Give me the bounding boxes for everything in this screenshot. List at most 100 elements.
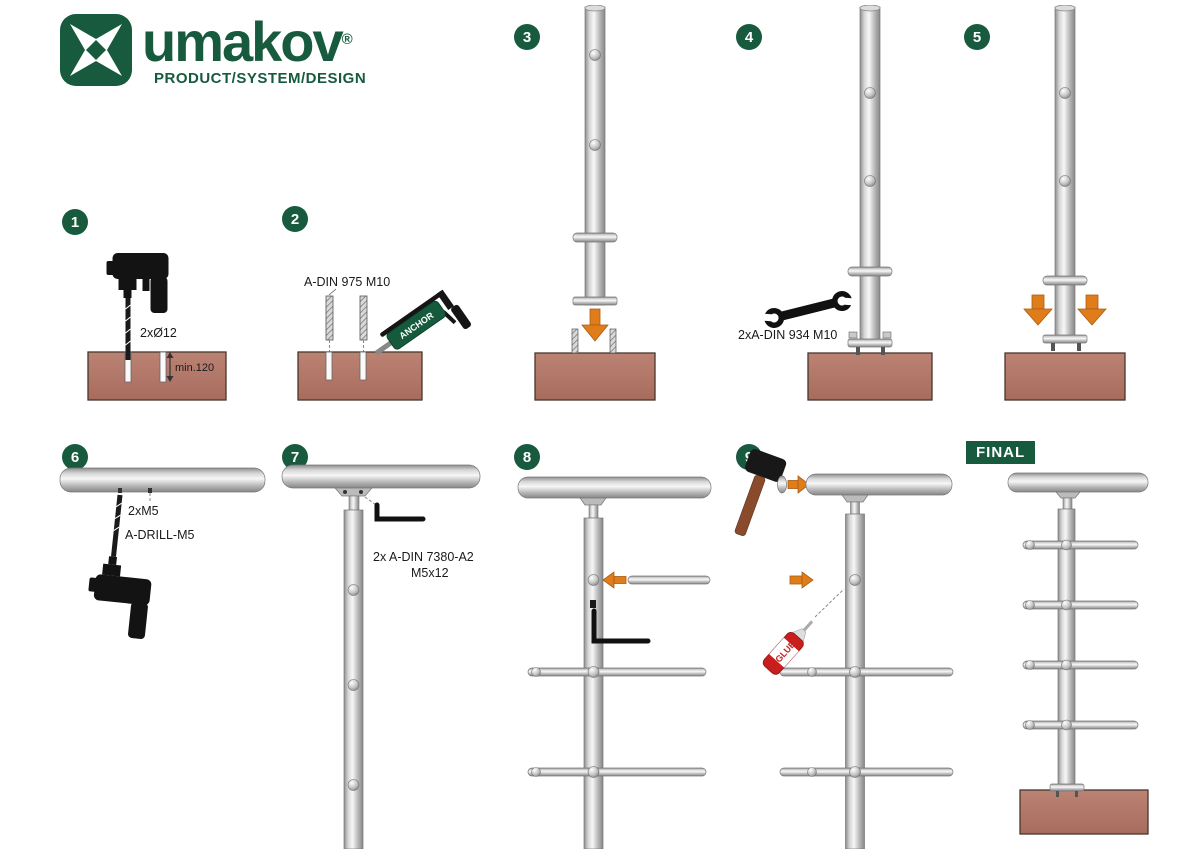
holder-ball bbox=[347, 679, 360, 691]
holder-ball bbox=[1061, 659, 1072, 671]
step-5-illustration bbox=[958, 4, 1160, 410]
step-8-illustration bbox=[510, 445, 725, 850]
holder-ball bbox=[531, 667, 541, 677]
end-cap bbox=[777, 475, 787, 494]
holder-ball bbox=[864, 175, 876, 187]
saddle-bracket bbox=[841, 494, 869, 503]
crossbar-graphic bbox=[527, 767, 707, 777]
guide-line bbox=[814, 588, 845, 618]
step-5-badge: 5 bbox=[964, 24, 990, 50]
crossbar-graphic bbox=[1022, 600, 1139, 610]
step-4-illustration: 2xA-DIN 934 M10 bbox=[730, 4, 940, 410]
saddle-bracket bbox=[1055, 491, 1081, 499]
base-graphic bbox=[87, 351, 227, 401]
handrail-graphic bbox=[517, 476, 712, 499]
arrow-right-icon bbox=[789, 571, 814, 589]
step-2-badge: 2 bbox=[282, 206, 308, 232]
screw-spec-label: 2xM5 bbox=[128, 504, 159, 518]
saddle-stem bbox=[1062, 497, 1073, 510]
post-graphic bbox=[1054, 6, 1076, 344]
anchor-rod bbox=[609, 328, 617, 354]
post-graphic bbox=[583, 517, 604, 850]
saddle-screw bbox=[359, 490, 363, 494]
depth-label: min.120 bbox=[175, 362, 214, 374]
drilled-hole bbox=[359, 351, 367, 381]
step-2-illustration: A-DIN 975 M10 ANCHOR bbox=[280, 268, 490, 410]
holder-ball bbox=[347, 779, 360, 791]
crossbar-graphic bbox=[1022, 660, 1139, 670]
base-graphic bbox=[1004, 352, 1126, 401]
crossbar-graphic bbox=[1022, 540, 1139, 550]
final-illustration bbox=[958, 435, 1200, 849]
step-3-badge: 3 bbox=[514, 24, 540, 50]
anchor-bolt bbox=[881, 347, 885, 355]
anchor-bolt bbox=[1051, 343, 1055, 351]
anchor-plate bbox=[847, 338, 893, 348]
allen-key-icon bbox=[374, 502, 426, 522]
screw-hole bbox=[118, 488, 122, 493]
step-4-badge: 4 bbox=[736, 24, 762, 50]
saddle-bracket bbox=[334, 487, 373, 497]
post-top-cap bbox=[859, 4, 881, 12]
depth-dimension-arrow-icon bbox=[166, 352, 174, 382]
arrow-right-icon bbox=[787, 475, 810, 494]
post-graphic bbox=[1057, 508, 1076, 788]
logo-tagline: PRODUCT/SYSTEM/DESIGN bbox=[154, 70, 367, 87]
leader-line bbox=[328, 288, 337, 296]
crossbar-graphic bbox=[779, 767, 954, 777]
step-9-illustration: GLUE bbox=[718, 445, 960, 850]
holder-ball bbox=[347, 584, 360, 596]
saddle-screw bbox=[343, 490, 347, 494]
anchor-gun-icon: ANCHOR bbox=[374, 289, 472, 356]
holder-ball bbox=[1061, 539, 1072, 551]
hex-nut bbox=[848, 331, 858, 339]
base-graphic bbox=[534, 352, 656, 401]
anchor-bolt bbox=[1075, 791, 1078, 797]
step-1-badge: 1 bbox=[62, 209, 88, 235]
mallet-icon bbox=[734, 449, 787, 536]
anchor-bolt bbox=[856, 347, 860, 355]
holder-ball bbox=[1059, 87, 1071, 99]
holder-ball bbox=[1061, 719, 1072, 731]
rod-spec-label: A-DIN 975 M10 bbox=[304, 275, 390, 289]
brand-name: umakov bbox=[142, 10, 344, 73]
holder-ball bbox=[807, 667, 817, 677]
post-top-cap bbox=[584, 4, 606, 12]
holder-ball bbox=[1059, 175, 1071, 187]
step-6-badge: 6 bbox=[62, 444, 88, 470]
anchor-plate bbox=[1049, 783, 1085, 792]
arrow-down-icon bbox=[1023, 294, 1053, 326]
umakov-logo-icon bbox=[60, 14, 132, 86]
step-1-illustration: 2xØ12 min.120 bbox=[60, 230, 240, 410]
holder-ball bbox=[1025, 660, 1035, 670]
anchor-plate bbox=[572, 296, 618, 306]
holder-ball bbox=[587, 766, 600, 778]
arrow-down-icon bbox=[1077, 294, 1107, 326]
anchor-rod bbox=[571, 328, 579, 354]
base-graphic bbox=[807, 352, 933, 401]
cover-ring bbox=[572, 232, 618, 243]
anchor-bolt bbox=[1056, 791, 1059, 797]
hole-spec-label: 2xØ12 bbox=[140, 326, 177, 340]
wrench-icon bbox=[758, 291, 858, 328]
step-6-illustration: 2xM5 A-DRILL-M5 bbox=[55, 445, 270, 650]
holder-ball bbox=[849, 766, 861, 778]
drill-icon bbox=[88, 494, 152, 639]
holder-ball bbox=[807, 767, 817, 777]
drill-bit-label: A-DRILL-M5 bbox=[125, 528, 195, 542]
drill-icon bbox=[106, 253, 169, 360]
logo-text: umakov® PRODUCT/SYSTEM/DESIGN bbox=[142, 10, 367, 88]
saddle-stem bbox=[588, 504, 599, 519]
drilled-hole bbox=[325, 351, 333, 381]
holder-ball bbox=[864, 87, 876, 99]
glue-bottle-icon: GLUE bbox=[762, 620, 814, 675]
holder-ball bbox=[587, 666, 600, 678]
handrail-graphic bbox=[1007, 472, 1149, 493]
step-3-illustration bbox=[510, 4, 690, 410]
holder-ball bbox=[589, 139, 601, 151]
holder-ball bbox=[531, 767, 541, 777]
handrail-graphic bbox=[59, 467, 266, 493]
saddle-stem bbox=[850, 501, 860, 515]
post-top-cap bbox=[1054, 4, 1076, 12]
